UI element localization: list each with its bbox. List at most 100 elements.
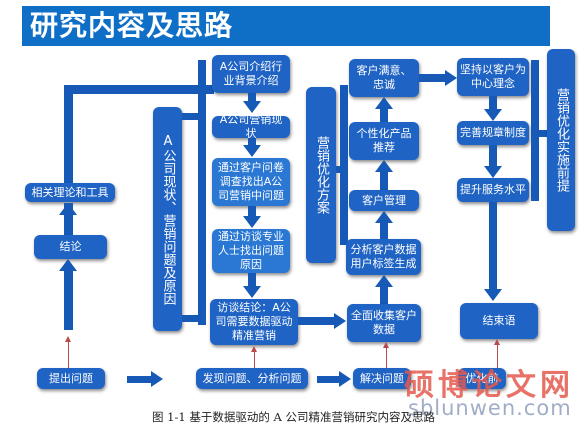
title-bar	[22, 6, 550, 46]
interview-box: 通过访谈专业人士找出问题原因	[212, 229, 290, 273]
conclusion-box: 结论	[34, 235, 107, 259]
survey-box: 通过客户问卷调查找出A公司营销中问题	[212, 158, 290, 206]
theory-label: 相关理论和工具	[31, 185, 109, 199]
raise-problem-label: 提出问题	[49, 371, 93, 385]
arrow-right-icon	[339, 371, 351, 387]
interview-conclusion-box: 访谈结论：A公司需要数据驱动精准营销	[210, 299, 298, 345]
improve-rules-box: 完善规章制度	[457, 121, 529, 145]
arrow-down-icon	[484, 289, 502, 301]
arrow-right-icon	[334, 313, 346, 329]
connector-line	[531, 130, 547, 137]
thin-connector	[254, 351, 255, 368]
satisfaction-box: 客户满意、忠诚	[349, 59, 419, 97]
connector-line	[489, 96, 497, 110]
premise-vertical-label: 营销优化实施前提	[554, 88, 569, 192]
arrow-up-icon	[375, 97, 393, 109]
watermark-cn: 硕博论文网	[404, 368, 574, 403]
arrow-right-icon	[445, 70, 457, 86]
connector-line	[380, 222, 388, 239]
arrow-up-icon	[375, 160, 393, 172]
arrow-down-icon	[243, 216, 261, 228]
bracket-line	[340, 85, 348, 245]
page-title: 研究内容及思路	[30, 9, 234, 42]
conclusion-label: 结论	[59, 240, 82, 253]
connector-line	[317, 376, 339, 383]
connector-line	[419, 74, 445, 82]
thin-connector	[497, 344, 498, 368]
intro-label: A公司介绍行业背景介绍	[219, 60, 283, 87]
connector-line	[489, 145, 497, 167]
connector-line	[298, 317, 334, 325]
connector-line	[380, 287, 388, 304]
theory-box: 相关理论和工具	[25, 183, 115, 202]
connector-line	[64, 271, 73, 330]
arrow-down-icon	[243, 145, 261, 157]
customer-centric-box: 坚持以客户为中心理念	[457, 58, 529, 96]
arrow-up-icon	[59, 259, 77, 271]
solve-label: 解决问题	[360, 371, 404, 385]
ending-label: 结束语	[482, 314, 516, 327]
arrow-right-icon	[151, 371, 163, 387]
raise-problem-box: 提出问题	[37, 368, 105, 389]
customer-centric-label: 坚持以客户为中心理念	[460, 63, 526, 90]
find-analyze-label: 发现问题、分析问题	[202, 371, 302, 385]
connector-line	[489, 202, 497, 290]
watermark-url: sblunwen.com	[408, 396, 572, 420]
service-level-label: 提升服务水平	[460, 183, 526, 196]
thin-connector	[68, 340, 69, 368]
personalized-box: 个性化产品推荐	[349, 122, 419, 160]
arrow-up-icon	[251, 346, 257, 352]
arrow-up-icon	[494, 339, 500, 345]
figure-caption: 图 1-1 基于数据驱动的 A 公司精准营销研究内容及思路	[152, 410, 435, 424]
analyze-data-label: 分析客户数据用户标签生成	[350, 243, 417, 270]
intro-box: A公司介绍行业背景介绍	[212, 55, 290, 93]
collect-data-box: 全面收集客户数据	[347, 304, 421, 342]
analyze-data-box: 分析客户数据用户标签生成	[346, 239, 421, 275]
connector-line	[182, 113, 198, 120]
ending-box: 结束语	[460, 303, 538, 339]
status-label: A公司营销现状	[219, 113, 283, 140]
connector-line	[64, 85, 73, 183]
connector-line	[380, 108, 388, 122]
connector-line	[64, 203, 73, 235]
arrow-up-icon	[375, 211, 393, 223]
status-vertical-label: A公司现状、营销问题及原因	[160, 133, 176, 305]
plan-vertical-label: 营销优化方案	[314, 136, 329, 214]
thin-connector	[386, 347, 387, 368]
connector-line	[182, 315, 198, 322]
bracket-line	[198, 60, 206, 325]
improve-rules-label: 完善规章制度	[460, 126, 526, 139]
status-vertical-box: A公司现状、营销问题及原因	[153, 107, 182, 331]
connector-line	[127, 376, 151, 383]
survey-label: 通过客户问卷调查找出A公司营销中问题	[218, 161, 284, 202]
premise-vertical-box: 营销优化实施前提	[547, 49, 575, 231]
satisfaction-label: 客户满意、忠诚	[356, 64, 412, 91]
personalized-label: 个性化产品推荐	[356, 127, 412, 154]
arrow-up-icon	[65, 336, 71, 342]
connector-line	[248, 93, 256, 102]
connector-line	[64, 85, 214, 94]
connector-line	[248, 273, 256, 287]
collect-data-label: 全面收集客户数据	[351, 309, 417, 336]
connector-line	[380, 171, 388, 190]
fragment-label: 优化前	[465, 371, 499, 385]
status-box: A公司营销现状	[212, 113, 290, 140]
interview-conclusion-label: 访谈结论：A公司需要数据驱动精准营销	[215, 301, 293, 342]
customer-mgmt-box: 客户管理	[349, 190, 419, 211]
solve-box: 解决问题	[353, 368, 411, 389]
plan-vertical-box: 营销优化方案	[306, 87, 336, 263]
arrow-up-icon	[375, 275, 393, 287]
arrow-down-icon	[243, 101, 261, 113]
interview-label: 通过访谈专业人士找出问题原因	[218, 230, 284, 271]
service-level-box: 提升服务水平	[457, 178, 529, 202]
arrow-up-icon	[383, 342, 389, 348]
arrow-down-icon	[484, 166, 502, 178]
find-analyze-box: 发现问题、分析问题	[196, 368, 308, 389]
fragment-box: 优化前	[458, 368, 506, 389]
arrow-down-icon	[484, 109, 502, 121]
customer-mgmt-label: 客户管理	[362, 193, 406, 207]
arrow-up-icon	[59, 203, 77, 215]
connector-line	[248, 138, 256, 146]
arrow-down-icon	[243, 286, 261, 298]
